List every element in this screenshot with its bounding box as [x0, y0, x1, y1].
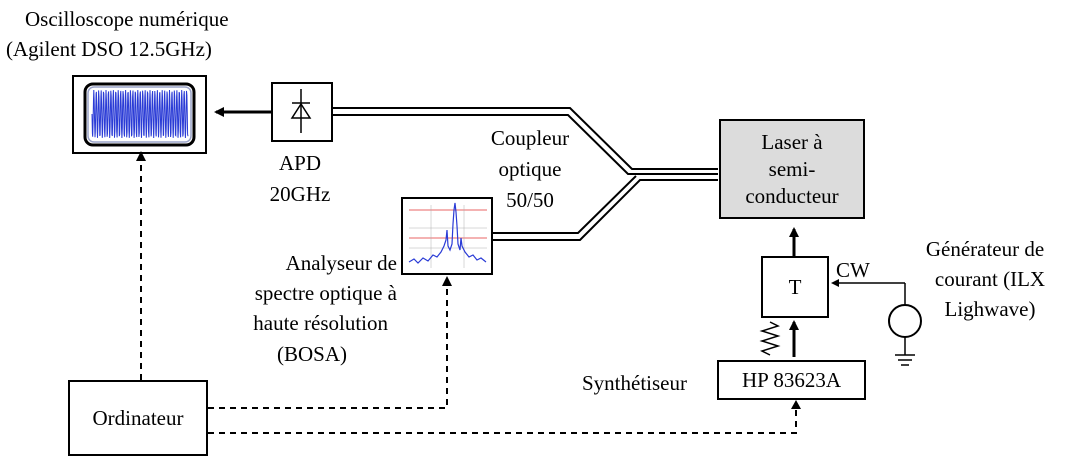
laser-label-line1: Laser à	[761, 129, 823, 154]
analyzer-label-line4: (BOSA)	[276, 342, 347, 366]
photodiode-icon	[290, 89, 312, 133]
bias-tee-label: T	[788, 274, 802, 299]
current-generator-symbol	[831, 279, 922, 366]
spectrum-analyzer	[401, 197, 493, 275]
generator-label-line2: courant (ILX	[934, 267, 1046, 291]
generator-label-line3: Lighwave)	[944, 297, 1036, 321]
computer-box: Ordinateur	[68, 380, 208, 456]
laser-label-line3: conducteur	[745, 183, 839, 208]
coupler-label-line3: 50/50	[506, 188, 554, 212]
spectrum-trace	[408, 202, 487, 264]
coupler-label-line1: Coupleur	[490, 126, 570, 150]
laser-box: Laser à semi- conducteur	[719, 119, 865, 219]
optical-fibers	[332, 107, 718, 241]
coupler-label-line2: optique	[498, 157, 562, 181]
apd-label-line1: APD	[278, 151, 321, 175]
apd-label-line2: 20GHz	[269, 182, 331, 206]
oscilloscope-trace	[91, 89, 189, 139]
control-lines	[140, 160, 797, 434]
oscilloscope-title-line2: (Agilent DSO 12.5GHz)	[6, 37, 212, 61]
cw-label: CW	[836, 258, 870, 282]
synthesizer-model: HP 83623A	[742, 367, 841, 392]
computer-label: Ordinateur	[92, 405, 184, 430]
analyzer-label-line2: spectre optique à	[254, 281, 397, 305]
synthesizer-label: Synthétiseur	[582, 371, 687, 395]
apd-detector	[271, 82, 333, 142]
analyzer-label-line3: haute résolution	[253, 311, 388, 335]
generator-label-line1: Générateur de	[925, 237, 1045, 261]
laser-label-line2: semi-	[768, 156, 816, 181]
rf-coil-icon	[759, 321, 781, 356]
analyzer-label-line1: Analyseur de	[285, 251, 397, 275]
bias-tee-box: T	[761, 256, 829, 318]
oscilloscope-title-line1: Oscilloscope numérique	[25, 7, 229, 31]
synthesizer-box: HP 83623A	[717, 360, 866, 400]
oscilloscope	[72, 75, 207, 154]
